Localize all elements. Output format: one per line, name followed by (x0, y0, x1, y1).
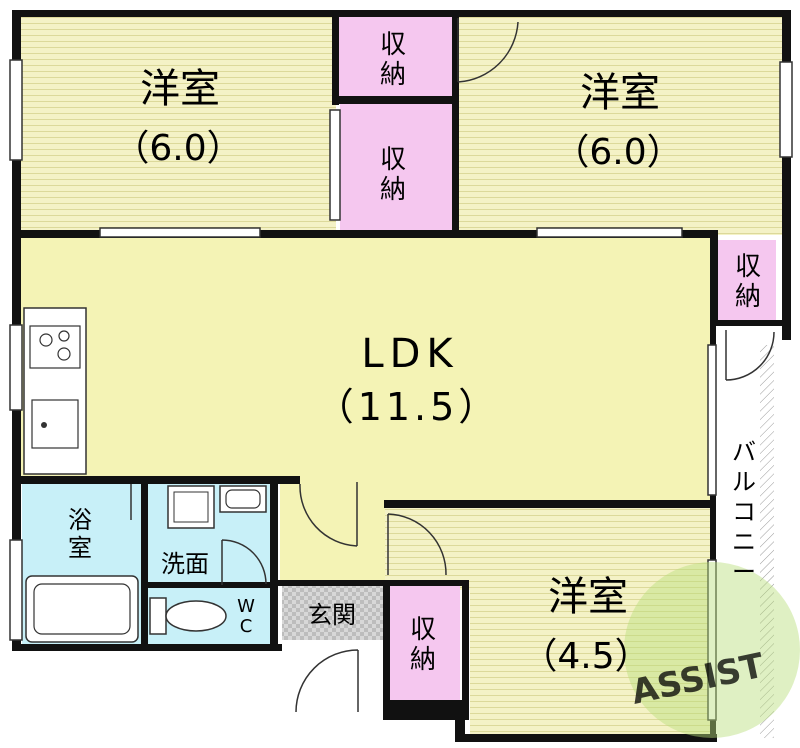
door-swings (130, 18, 775, 713)
western-room-bottom-name: 洋室 (548, 574, 628, 620)
storage-mid-label-2: 納 (380, 175, 406, 205)
storage-mid-label-1: 収 (380, 145, 406, 175)
hall-floor (280, 480, 390, 580)
western-room-top-right-floor (456, 15, 782, 235)
western-room-top-right-name: 洋室 (580, 70, 660, 116)
sink-icon (31, 399, 79, 449)
storage-bottom-label-1: 収 (410, 615, 436, 645)
toilet-icon (149, 597, 227, 635)
wash-basin-icon (219, 485, 267, 513)
entrance-fill (282, 585, 384, 640)
balcony-label-2: ル (732, 468, 756, 496)
balcony-label-3: コ (732, 498, 756, 526)
washroom-label: 洗面 (161, 550, 209, 578)
storage-mid-fill (340, 104, 455, 230)
ldk-size: （11.5） (316, 385, 501, 429)
ldk-name: LDK (361, 331, 458, 377)
wc-label-1: W (237, 596, 255, 617)
ldk-floor (18, 235, 714, 505)
western-room-bottom-floor (385, 505, 714, 740)
western-room-top-left-name: 洋室 (140, 66, 220, 112)
bath-label-1: 浴 (68, 506, 92, 534)
storage-top-label-2: 納 (380, 60, 406, 90)
storage-bottom-fill (390, 585, 460, 703)
western-room-top-right-size: （6.0） (553, 132, 682, 173)
kitchen-counter (23, 307, 87, 475)
balcony-label-5: ー (732, 558, 756, 586)
western-room-top-left-floor (18, 15, 336, 235)
windows (9, 59, 793, 721)
balcony-label-4: ニ (732, 528, 756, 556)
wc-label-2: C (240, 616, 253, 637)
assist-watermark (624, 562, 800, 738)
stove-icon (29, 325, 81, 369)
entrance-label: 玄関 (308, 601, 356, 629)
western-room-top-left-size: （6.0） (113, 128, 242, 169)
storage-right-label-2: 納 (735, 282, 761, 312)
bath-label-2: 室 (68, 534, 92, 562)
storage-bottom-label-2: 納 (410, 645, 436, 675)
storage-right-fill (714, 240, 776, 325)
storage-right-label-1: 収 (735, 252, 761, 282)
washing-machine-icon (167, 485, 215, 529)
balcony-rail (760, 345, 774, 738)
balcony-label-1: バ (732, 438, 756, 466)
bathtub-icon (25, 575, 139, 643)
western-room-bottom-size: （4.5） (521, 636, 650, 677)
storage-top-label-1: 収 (380, 30, 406, 60)
storage-top-fill (336, 15, 456, 100)
